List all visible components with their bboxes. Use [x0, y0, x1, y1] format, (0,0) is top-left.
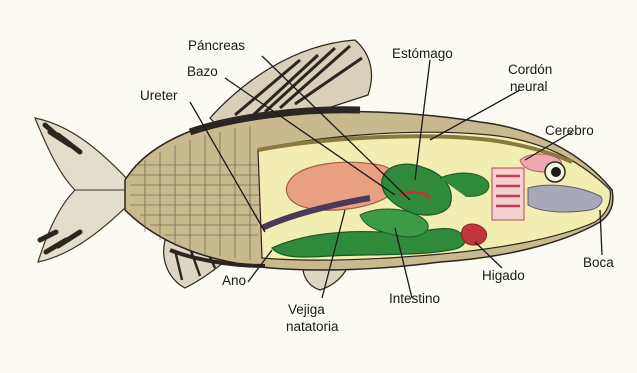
tail-fin [35, 118, 128, 262]
eye [545, 162, 565, 182]
label-vejiga-line2: natatoria [286, 319, 339, 334]
label-pancreas: Páncreas [188, 38, 245, 53]
label-cordon-line2: neural [510, 79, 548, 94]
label-ano: Ano [222, 273, 246, 288]
label-vejiga-line1: Vejiga [288, 302, 325, 317]
label-ureter: Ureter [140, 88, 178, 103]
label-cerebro: Cerebro [545, 123, 594, 138]
label-intestino: Intestino [389, 291, 440, 306]
gills [492, 168, 524, 220]
label-boca: Boca [583, 255, 614, 270]
label-bazo: Bazo [187, 64, 218, 79]
label-higado: Higado [482, 268, 525, 283]
label-cordon-line1: Cordón [508, 62, 552, 77]
label-estomago: Estómago [392, 46, 453, 61]
